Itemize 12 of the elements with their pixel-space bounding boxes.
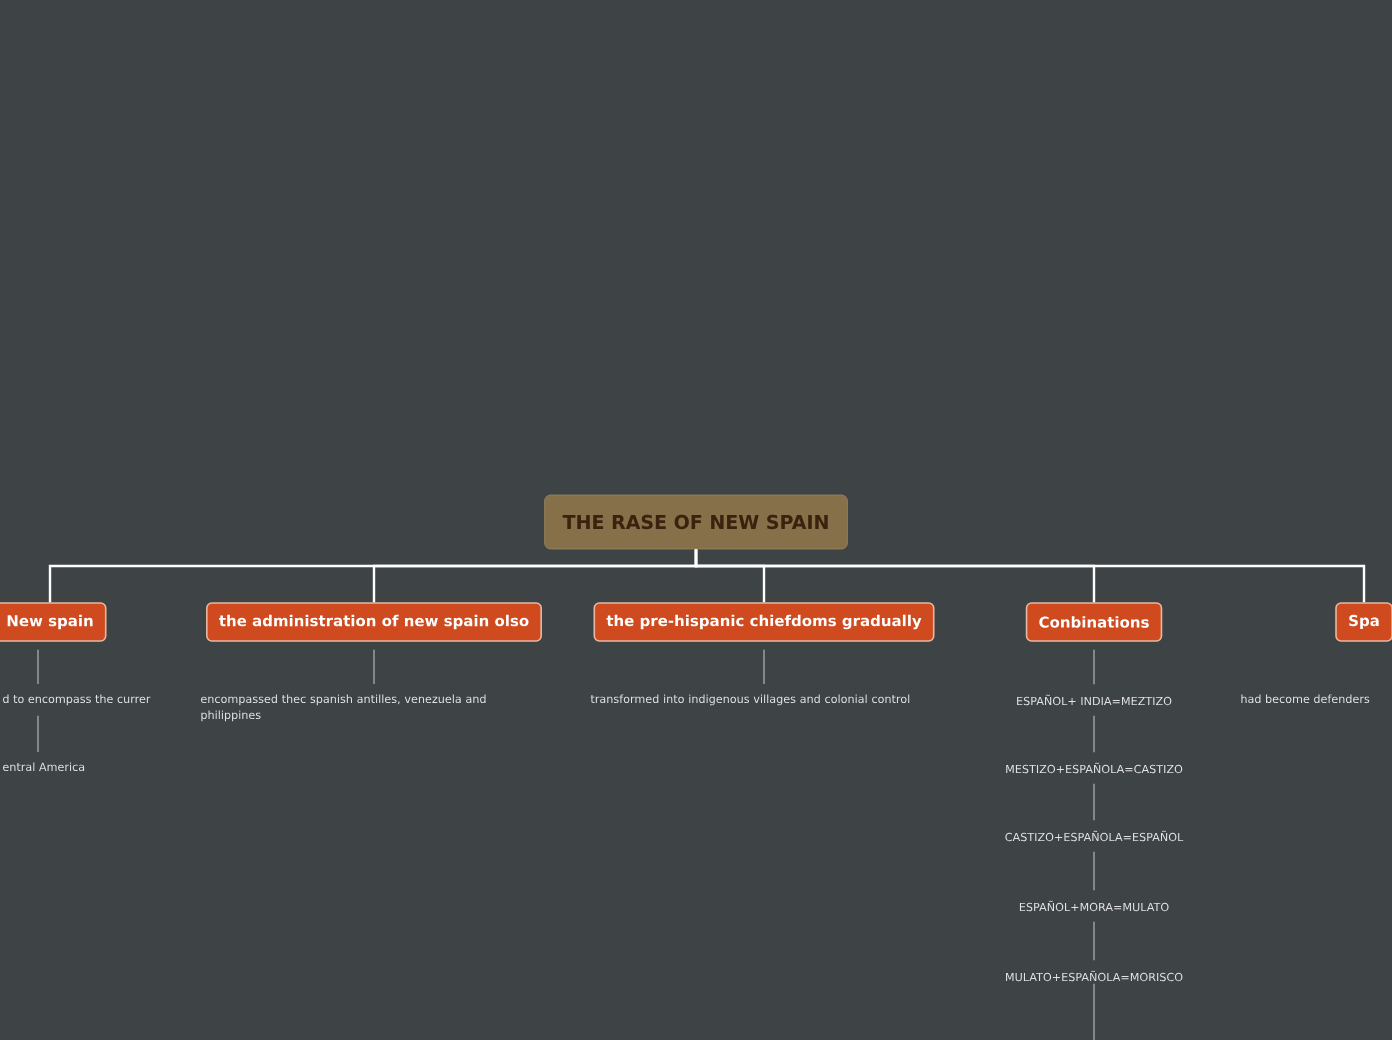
title-box: THE RASE OF NEW SPAIN [544,494,848,550]
connector-line [1093,782,1095,822]
connector-line [763,648,765,685]
connector-line [1093,714,1095,754]
connector-line [1093,648,1095,686]
connector-line [1093,982,1095,1040]
connector-line [694,549,1366,603]
connector-line [37,714,39,753]
connector-line [1093,920,1095,962]
connector-line [1093,850,1095,892]
connector-line [37,648,39,685]
connector-line [373,648,375,685]
